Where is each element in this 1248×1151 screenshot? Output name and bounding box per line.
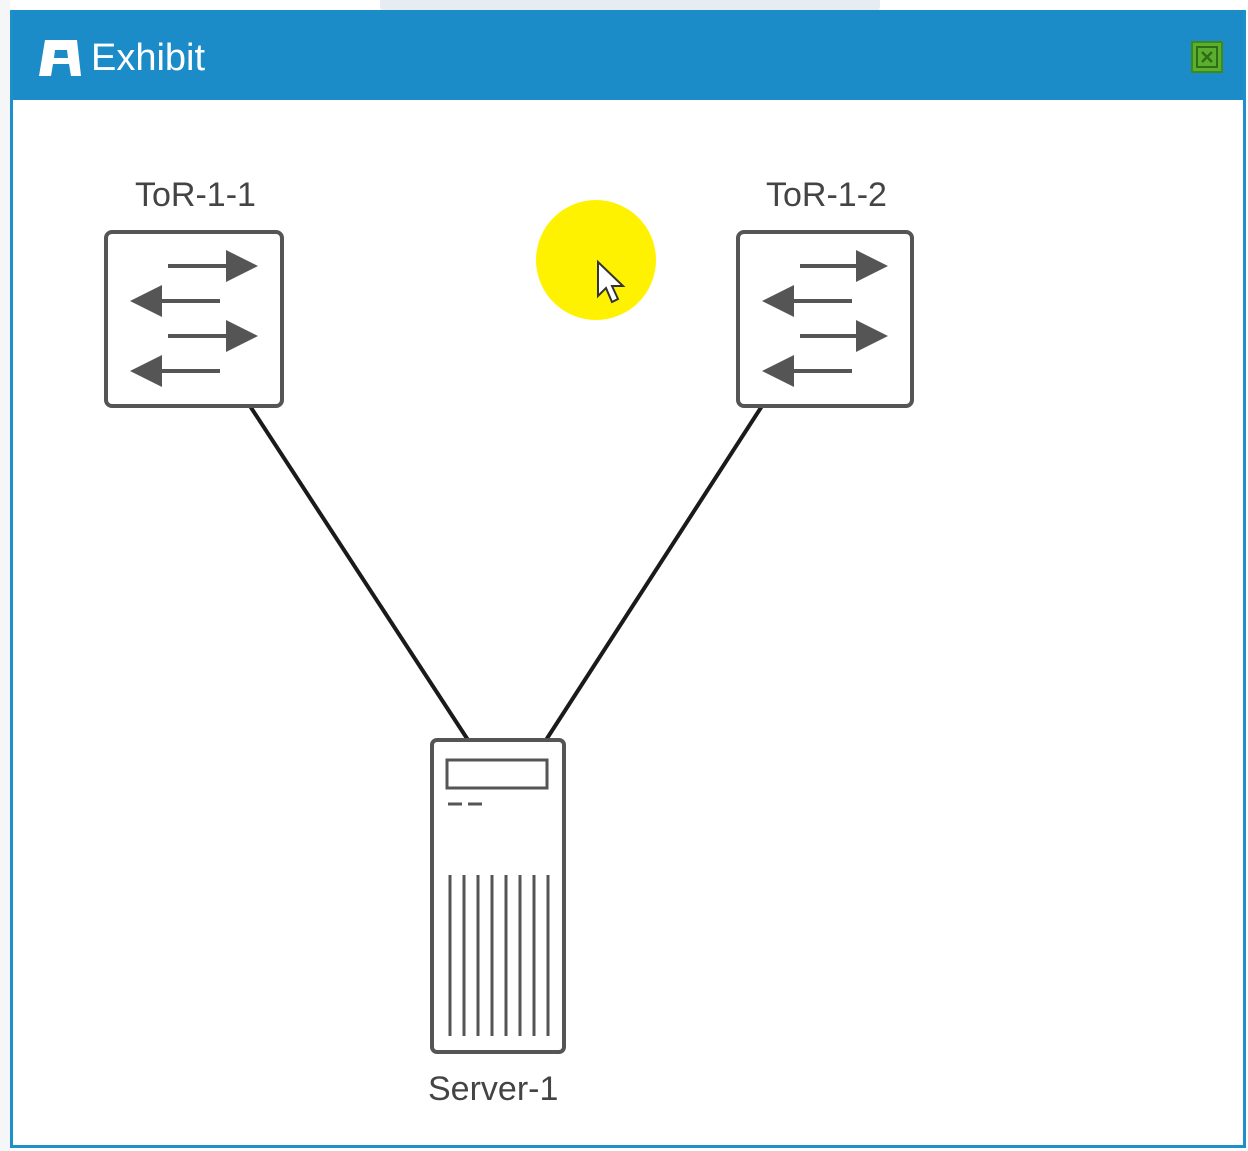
switch-icon bbox=[130, 250, 258, 387]
switch-tor-1-2[interactable] bbox=[736, 230, 914, 408]
exhibit-window: Exhibit bbox=[10, 10, 1246, 1148]
close-icon bbox=[1196, 46, 1218, 68]
server-server-1[interactable] bbox=[430, 738, 566, 1054]
node-label-tor-1-1: ToR-1-1 bbox=[135, 176, 256, 214]
exhibit-icon bbox=[39, 40, 81, 76]
server-icon bbox=[445, 758, 550, 1036]
title-bar[interactable]: Exhibit bbox=[13, 10, 1243, 100]
cursor-highlight bbox=[536, 200, 656, 320]
background-edge bbox=[0, 0, 10, 1151]
switch-icon bbox=[762, 250, 888, 387]
link-tor-1-1-server-1 bbox=[248, 404, 470, 742]
node-label-tor-1-2: ToR-1-2 bbox=[766, 176, 887, 214]
node-label-server-1: Server-1 bbox=[428, 1070, 559, 1108]
switch-tor-1-1[interactable] bbox=[104, 230, 284, 408]
mouse-pointer-icon bbox=[597, 259, 626, 304]
window-title: Exhibit bbox=[91, 37, 206, 79]
close-button[interactable] bbox=[1191, 41, 1223, 73]
link-tor-1-2-server-1 bbox=[544, 404, 764, 742]
background-window-edge bbox=[380, 0, 880, 12]
